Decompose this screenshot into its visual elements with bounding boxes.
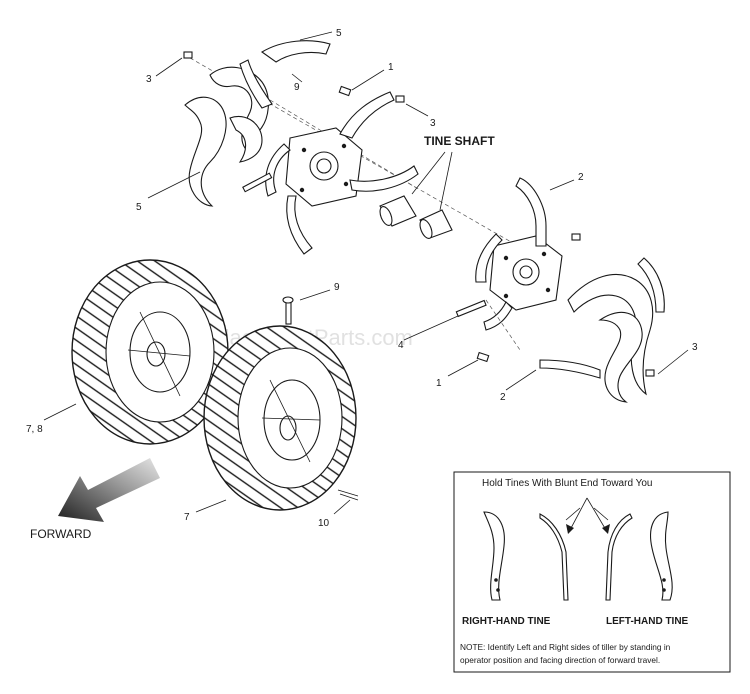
callout-4: 4 [398, 340, 404, 351]
callout-10: 10 [318, 518, 330, 529]
bolt-1-lower [476, 351, 490, 363]
hitch-pin-9 [285, 299, 292, 325]
right-tine-assembly [455, 177, 665, 403]
tine-2-lower [539, 359, 601, 379]
left-hand-tine-side [650, 511, 673, 601]
right-hand-tine-edge [539, 513, 569, 601]
tine-5-lower [184, 96, 227, 207]
left-hand-tine-label: LEFT-HAND TINE [606, 616, 689, 627]
nut-3-right [645, 369, 655, 377]
tine-outer-right-1 [567, 273, 654, 396]
nut-3-center [395, 95, 405, 103]
callout-9-pin: 9 [334, 282, 340, 293]
callout-3-center: 3 [430, 118, 436, 129]
left-hand-tine-edge [605, 513, 633, 601]
callout-1-top: 1 [388, 62, 394, 73]
bolt-5-lower [242, 172, 273, 193]
callout-2-lower: 2 [500, 392, 506, 403]
callout-3-right: 3 [692, 342, 698, 353]
callout-5-left: 5 [136, 202, 142, 213]
callout-5-top: 5 [336, 28, 342, 39]
forward-label: FORWARD [30, 527, 92, 541]
tine-orientation-box: Hold Tines With Blunt End Toward You RIG… [453, 471, 731, 673]
callout-1-lower: 1 [436, 378, 442, 389]
callout-3-left: 3 [146, 74, 152, 85]
wheel-7-front [203, 325, 357, 511]
tine-shaft-label: TINE SHAFT [424, 134, 495, 148]
wheel-7-8-rear [71, 259, 229, 445]
right-hand-tine-label: RIGHT-HAND TINE [462, 616, 551, 627]
tine-2-upper [515, 177, 547, 247]
callout-7: 7 [184, 512, 190, 523]
tine-outer-right-2 [598, 311, 643, 403]
clip-pin-10 [337, 489, 359, 501]
callout-7-8: 7, 8 [26, 424, 43, 435]
note-line-1: NOTE: Identify Left and Right sides of t… [460, 642, 671, 652]
bolt-1-upper [338, 85, 352, 97]
nut-3-left [183, 51, 193, 59]
box-title: Hold Tines With Blunt End Toward You [482, 478, 652, 489]
note-line-2: operator position and facing direction o… [460, 655, 660, 665]
forward-arrow [58, 458, 160, 522]
left-tine-assembly [183, 40, 561, 271]
right-hand-tine-side [483, 511, 505, 601]
callout-9-top: 9 [294, 82, 300, 93]
tine-shaft [379, 151, 453, 240]
bolt-4 [455, 299, 487, 318]
nut-right [571, 233, 581, 241]
callout-2-upper: 2 [578, 172, 584, 183]
